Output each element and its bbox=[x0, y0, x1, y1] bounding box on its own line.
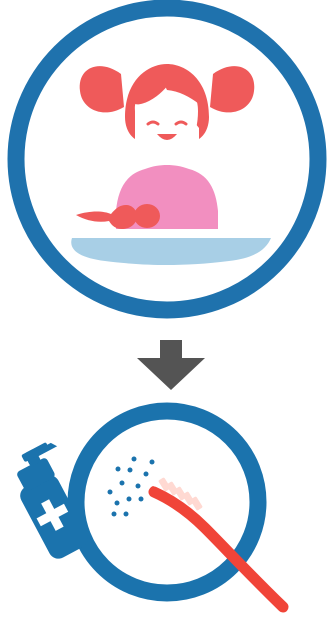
disinfecting-toothbrush-icon bbox=[3, 411, 283, 607]
down-arrow-icon bbox=[137, 340, 205, 390]
child-eating-meal-icon bbox=[16, 8, 318, 310]
